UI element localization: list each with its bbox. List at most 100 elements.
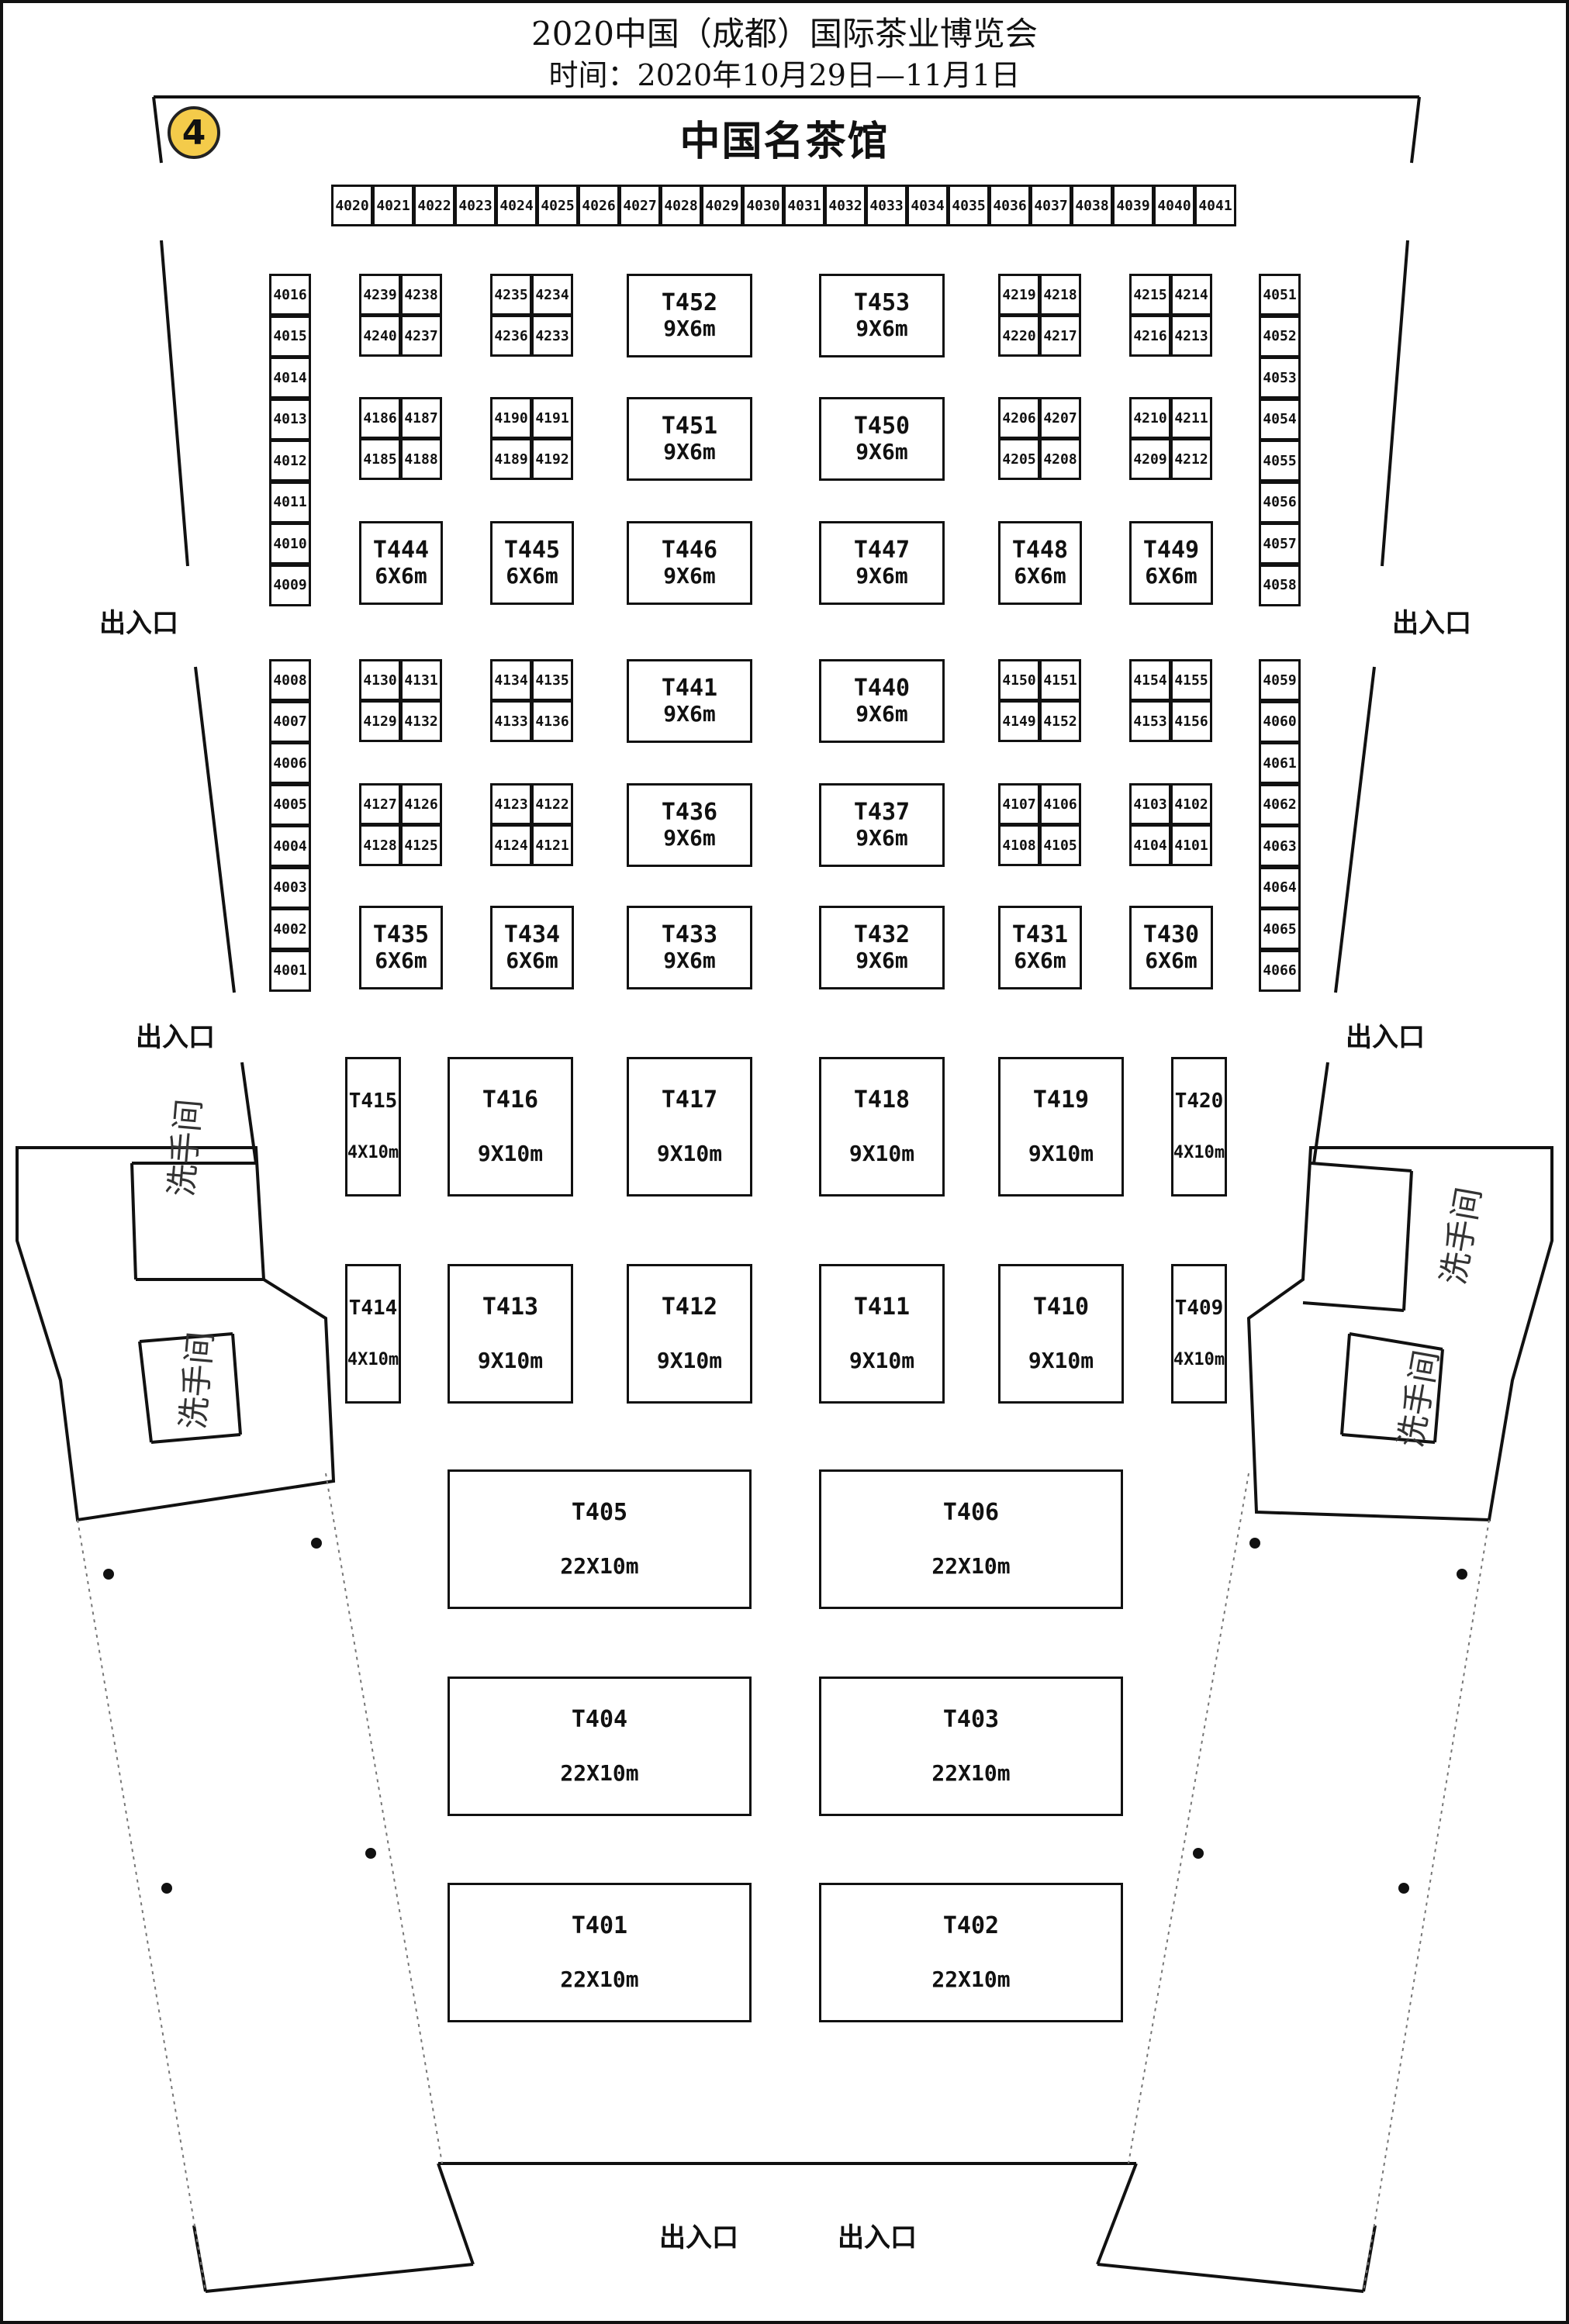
booth-cell[interactable]: 4208 [1039, 438, 1081, 480]
booth-cell[interactable]: 4014 [269, 357, 311, 399]
booth-cell[interactable]: 4134 [490, 659, 532, 701]
booth-cell[interactable]: 4132 [400, 700, 442, 742]
booth-cell[interactable]: 4064 [1259, 866, 1301, 909]
booth-cell[interactable]: 4032 [824, 185, 866, 226]
booth-cell[interactable]: 4131 [400, 659, 442, 701]
booth-cell[interactable]: 4010 [269, 523, 311, 565]
booth-cell[interactable]: 4013 [269, 398, 311, 440]
booth-cell[interactable]: 4034 [907, 185, 949, 226]
booth-cell[interactable]: 4154 [1129, 659, 1171, 701]
booth-cell[interactable]: 4107 [998, 783, 1040, 825]
booth-cell[interactable]: 4239 [359, 274, 401, 316]
booth-cell[interactable]: 4055 [1259, 440, 1301, 482]
booth-cell[interactable]: 4026 [578, 185, 620, 226]
booth-cell[interactable]: 4009 [269, 564, 311, 606]
booth-cell[interactable]: 4023 [454, 185, 496, 226]
booth-cell[interactable]: 4102 [1170, 783, 1212, 825]
booth-cell[interactable]: 4216 [1129, 315, 1171, 357]
booth-cell[interactable]: 4033 [866, 185, 907, 226]
booth-cell[interactable]: 4151 [1039, 659, 1081, 701]
booth-cell[interactable]: 4035 [948, 185, 990, 226]
booth-cell[interactable]: 4233 [531, 315, 573, 357]
booth-cell[interactable]: 4235 [490, 274, 532, 316]
booth-cell[interactable]: 4006 [269, 742, 311, 784]
booth-cell[interactable]: 4105 [1039, 824, 1081, 866]
booth-cell[interactable]: 4008 [269, 659, 311, 701]
booth-cell[interactable]: 4106 [1039, 783, 1081, 825]
booth-cell[interactable]: 4213 [1170, 315, 1212, 357]
booth-cell[interactable]: 4054 [1259, 398, 1301, 440]
booth-cell[interactable]: 4220 [998, 315, 1040, 357]
booth-cell[interactable]: 4059 [1259, 659, 1301, 701]
booth-cell[interactable]: 4237 [400, 315, 442, 357]
booth-cell[interactable]: 4015 [269, 315, 311, 357]
booth-cell[interactable]: 4041 [1194, 185, 1236, 226]
booth-cell[interactable]: 4122 [531, 783, 573, 825]
booth-cell[interactable]: 4039 [1112, 185, 1154, 226]
booth-cell[interactable]: 4188 [400, 438, 442, 480]
booth-cell[interactable]: 4058 [1259, 564, 1301, 606]
booth-cell[interactable]: 4011 [269, 481, 311, 523]
booth-cell[interactable]: 4212 [1170, 438, 1212, 480]
booth-cell[interactable]: 4012 [269, 440, 311, 482]
booth-cell[interactable]: 4205 [998, 438, 1040, 480]
booth-cell[interactable]: 4206 [998, 397, 1040, 439]
booth-cell[interactable]: 4027 [619, 185, 661, 226]
booth-cell[interactable]: 4060 [1259, 700, 1301, 743]
booth-cell[interactable]: 4029 [701, 185, 743, 226]
booth-cell[interactable]: 4219 [998, 274, 1040, 316]
booth-cell[interactable]: 4005 [269, 783, 311, 826]
booth-cell[interactable]: 4066 [1259, 949, 1301, 992]
booth-cell[interactable]: 4063 [1259, 825, 1301, 867]
booth-cell[interactable]: 4130 [359, 659, 401, 701]
booth-cell[interactable]: 4031 [783, 185, 825, 226]
booth-cell[interactable]: 4149 [998, 700, 1040, 742]
booth-cell[interactable]: 4190 [490, 397, 532, 439]
booth-cell[interactable]: 4036 [989, 185, 1031, 226]
booth-cell[interactable]: 4129 [359, 700, 401, 742]
booth-cell[interactable]: 4024 [496, 185, 537, 226]
booth-cell[interactable]: 4214 [1170, 274, 1212, 316]
booth-cell[interactable]: 4121 [531, 824, 573, 866]
booth-cell[interactable]: 4186 [359, 397, 401, 439]
booth-cell[interactable]: 4211 [1170, 397, 1212, 439]
booth-cell[interactable]: 4210 [1129, 397, 1171, 439]
booth-cell[interactable]: 4152 [1039, 700, 1081, 742]
booth-cell[interactable]: 4056 [1259, 481, 1301, 523]
booth-cell[interactable]: 4021 [372, 185, 414, 226]
booth-cell[interactable]: 4001 [269, 949, 311, 992]
booth-cell[interactable]: 4240 [359, 315, 401, 357]
booth-cell[interactable]: 4125 [400, 824, 442, 866]
booth-cell[interactable]: 4236 [490, 315, 532, 357]
booth-cell[interactable]: 4191 [531, 397, 573, 439]
booth-cell[interactable]: 4002 [269, 908, 311, 950]
booth-cell[interactable]: 4007 [269, 700, 311, 743]
booth-cell[interactable]: 4238 [400, 274, 442, 316]
booth-cell[interactable]: 4003 [269, 866, 311, 909]
booth-cell[interactable]: 4156 [1170, 700, 1212, 742]
booth-cell[interactable]: 4153 [1129, 700, 1171, 742]
booth-cell[interactable]: 4189 [490, 438, 532, 480]
booth-cell[interactable]: 4101 [1170, 824, 1212, 866]
